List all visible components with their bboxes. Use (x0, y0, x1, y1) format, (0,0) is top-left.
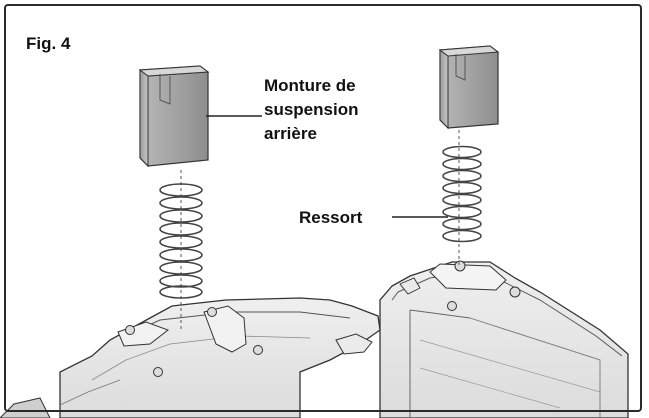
left-spring (159, 183, 203, 299)
left-suspension-mount (138, 65, 210, 168)
mount-callout-line1: Monture de (264, 76, 356, 95)
chassis-base (0, 260, 629, 418)
figure-number: Fig. 4 (26, 34, 71, 53)
mount-callout: Monture de suspension arrière (264, 74, 358, 146)
spring-callout-text: Ressort (299, 208, 363, 227)
figure-border (4, 4, 642, 412)
mount-callout-line3: arrière (264, 124, 317, 143)
right-spring (442, 145, 482, 243)
mount-callout-line2: suspension (264, 100, 359, 119)
spring-callout: Ressort (299, 206, 362, 230)
leader-lines (206, 115, 448, 218)
right-suspension-mount (438, 45, 500, 130)
